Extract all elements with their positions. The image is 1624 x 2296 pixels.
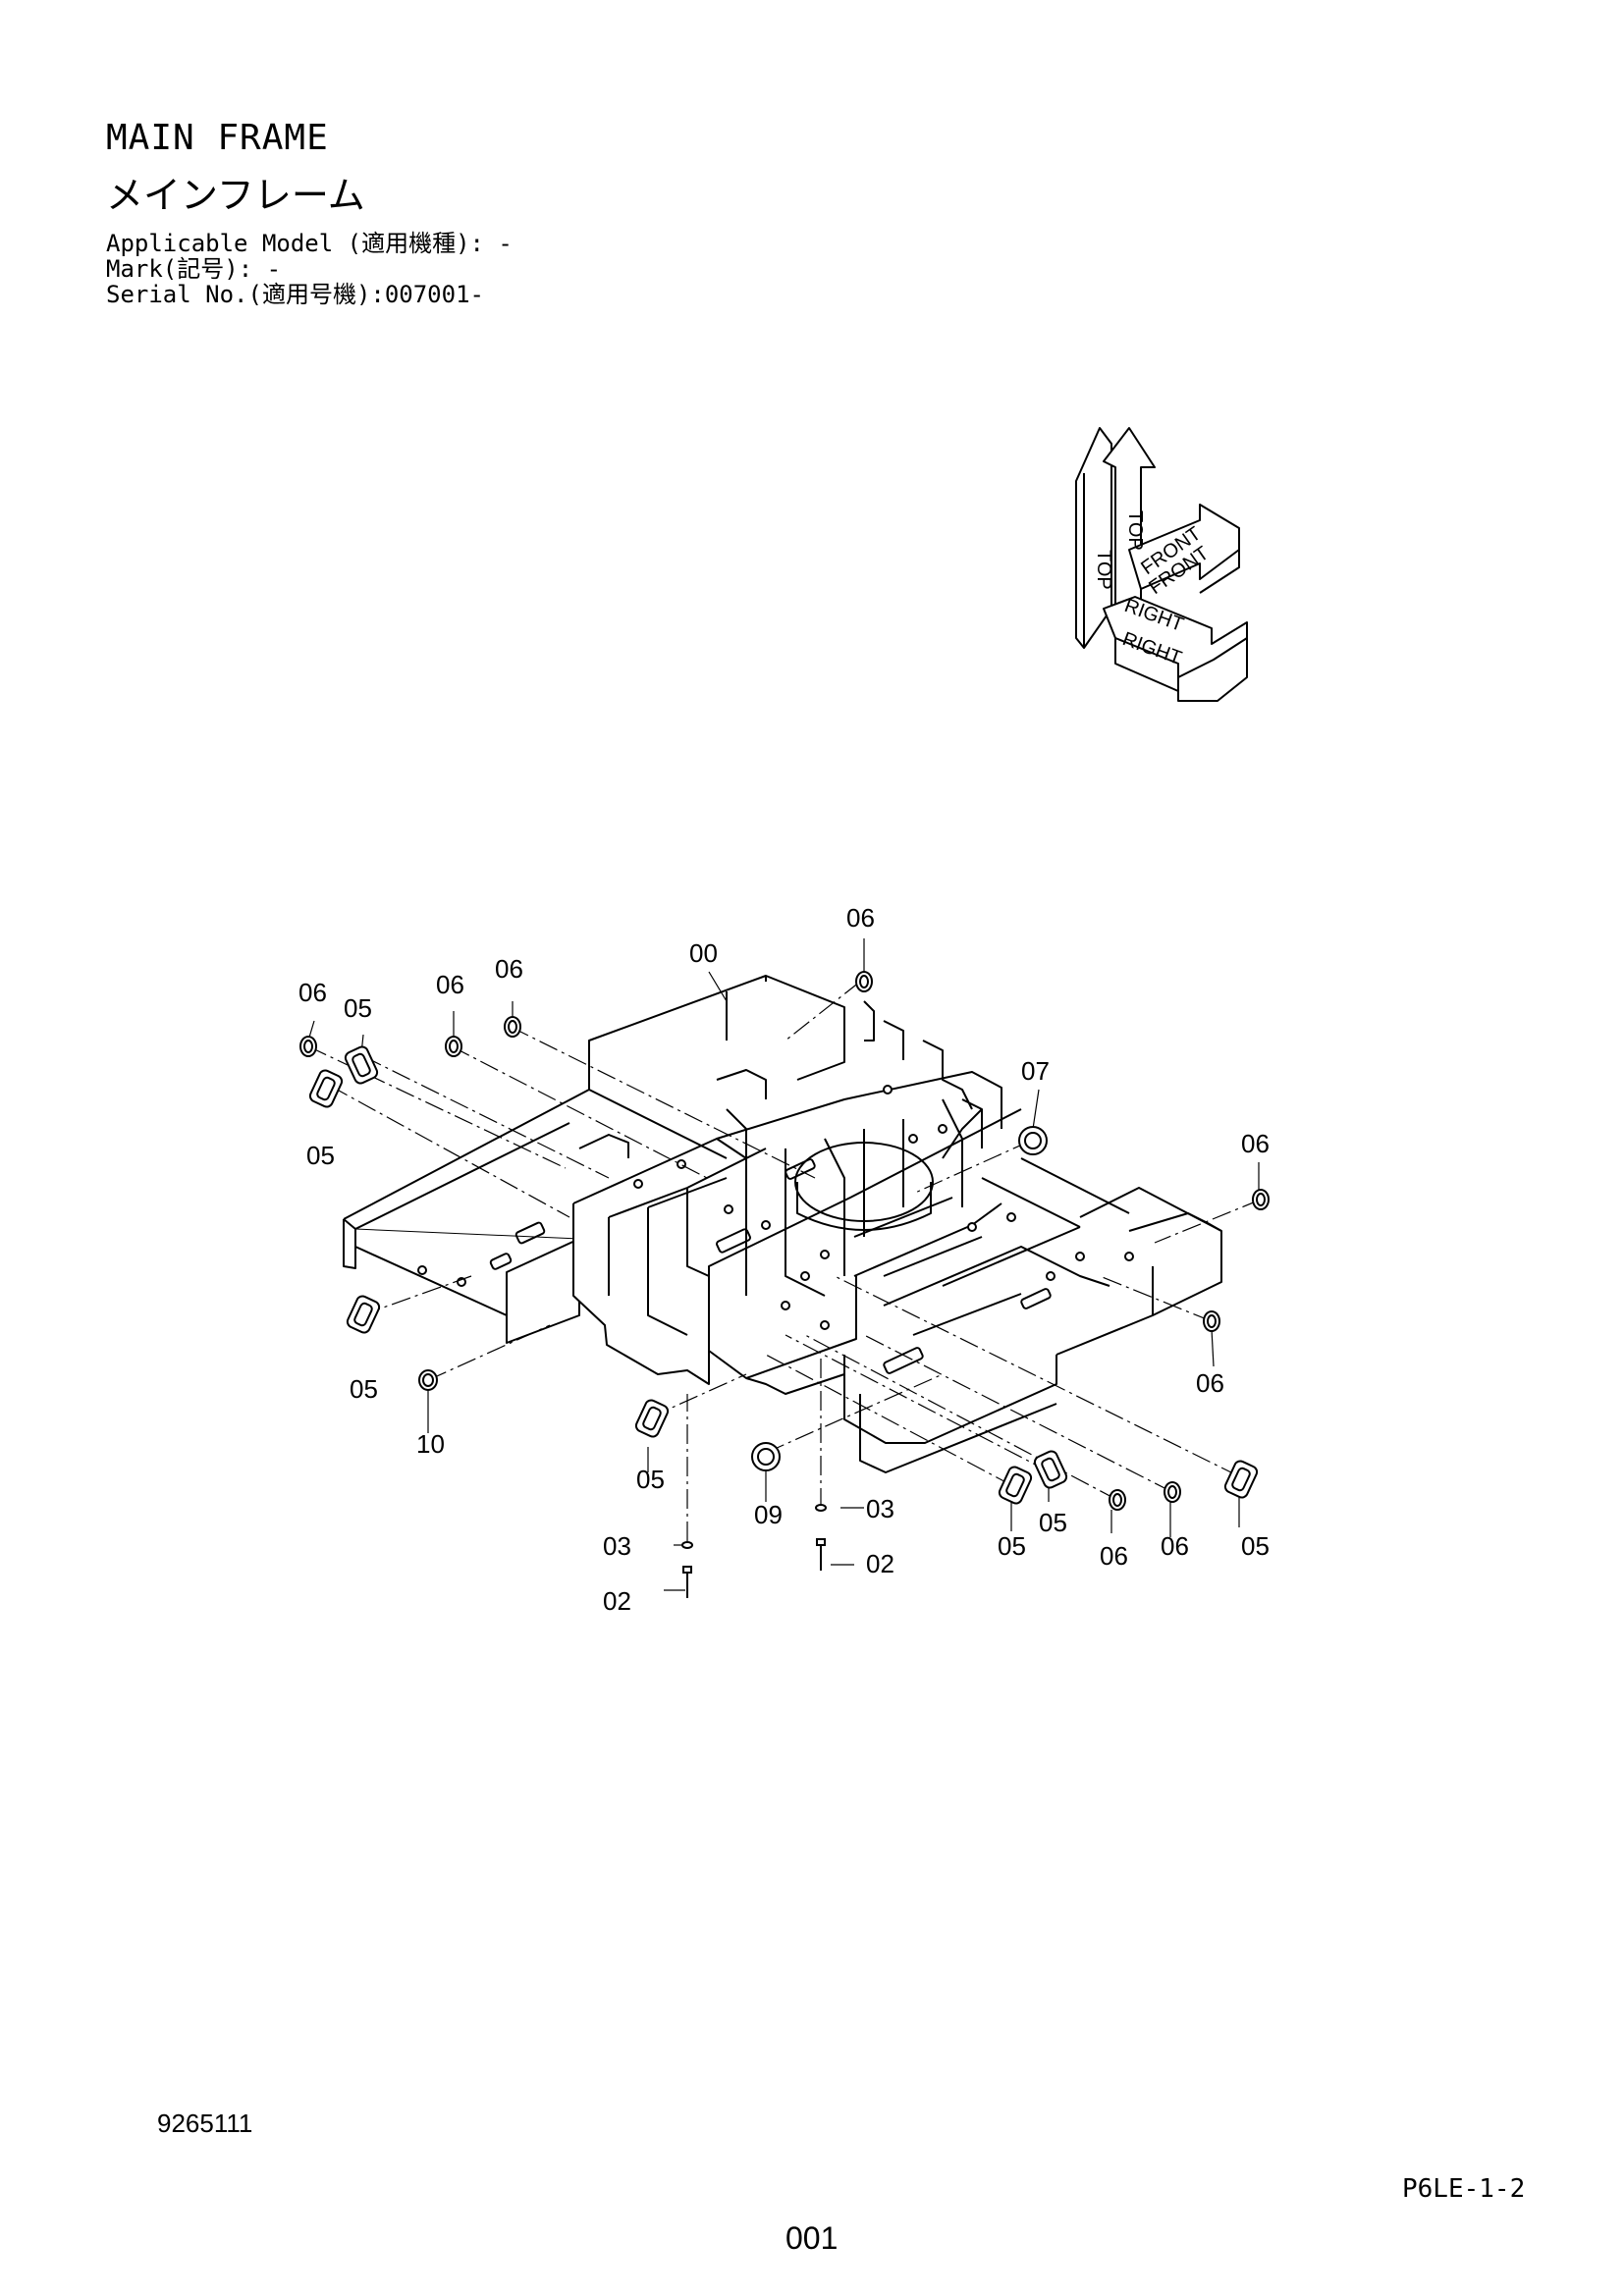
grommet-part-06b bbox=[445, 1036, 462, 1057]
grommet-part-06a bbox=[299, 1036, 317, 1057]
callout-10: 10 bbox=[416, 1429, 445, 1459]
page-title: MAIN FRAME bbox=[106, 118, 329, 158]
page-title-japanese: メインフレーム bbox=[106, 174, 365, 217]
mark-line: Mark(記号): - bbox=[106, 255, 282, 283]
cover-part-05g bbox=[1223, 1460, 1259, 1499]
ring-part-09 bbox=[751, 1442, 781, 1471]
callout-06-bottom-b: 06 bbox=[1161, 1531, 1189, 1561]
grommet-part-06g bbox=[1109, 1489, 1126, 1511]
orientation-indicator bbox=[1075, 427, 1248, 702]
callout-02-right: 02 bbox=[866, 1549, 894, 1578]
grommet-part-06c bbox=[504, 1016, 521, 1038]
orient-label-top-a: TOP bbox=[1093, 550, 1114, 590]
cover-part-05a bbox=[344, 1045, 379, 1085]
callout-06-left-rear: 06 bbox=[436, 970, 464, 999]
callout-05-left-lower: 05 bbox=[350, 1374, 378, 1404]
callout-05-left-top: 05 bbox=[344, 993, 372, 1023]
parts bbox=[299, 971, 1270, 1598]
callout-00-main-frame: 00 bbox=[689, 938, 718, 968]
callout-labels: 06 05 05 06 06 00 06 07 06 06 05 10 05 0… bbox=[298, 903, 1270, 1616]
ring-part-07 bbox=[1018, 1126, 1048, 1155]
cap-part-10 bbox=[418, 1369, 438, 1391]
grommet-part-06f bbox=[1203, 1310, 1220, 1332]
callout-02-left: 02 bbox=[603, 1586, 631, 1616]
drawing-number: 9265111 bbox=[157, 2109, 253, 2138]
grommet-part-06e bbox=[1252, 1189, 1270, 1210]
applicable-model-line: Applicable Model (適用機種): - bbox=[106, 230, 513, 257]
centerlines bbox=[307, 981, 1262, 1541]
cover-part-05d bbox=[634, 1399, 670, 1438]
callout-03-right: 03 bbox=[866, 1494, 894, 1523]
callout-06-right-lower: 06 bbox=[1196, 1368, 1224, 1398]
callout-06-left-top: 06 bbox=[298, 978, 327, 1007]
callout-07: 07 bbox=[1021, 1056, 1050, 1086]
callout-06-rear-right: 06 bbox=[846, 903, 875, 933]
callout-06-right: 06 bbox=[1241, 1129, 1270, 1158]
callout-05-center: 05 bbox=[636, 1465, 665, 1494]
washer-part-03a bbox=[681, 1541, 693, 1549]
callout-06-bottom-a: 06 bbox=[1100, 1541, 1128, 1571]
callout-05-left-mid: 05 bbox=[306, 1141, 335, 1170]
callout-05-right-b: 05 bbox=[1039, 1508, 1067, 1537]
cover-part-05b bbox=[308, 1069, 344, 1108]
main-frame-drawing bbox=[343, 975, 1222, 1473]
bolt-part-02b bbox=[816, 1538, 826, 1571]
serial-number-line: Serial No.(適用号機):007001- bbox=[106, 281, 484, 308]
callout-05-right-c: 05 bbox=[1241, 1531, 1270, 1561]
orient-label-top-b: TOP bbox=[1124, 510, 1146, 551]
callout-05-right-a: 05 bbox=[998, 1531, 1026, 1561]
washer-part-03b bbox=[815, 1504, 827, 1512]
bolt-part-02a bbox=[682, 1566, 692, 1598]
cover-part-05e bbox=[998, 1466, 1033, 1505]
grommet-part-06d bbox=[855, 971, 873, 992]
page-number: 001 bbox=[785, 2220, 839, 2256]
catalog-code: P6LE-1-2 bbox=[1402, 2174, 1526, 2204]
grommet-part-06h bbox=[1164, 1481, 1181, 1503]
cover-part-05c bbox=[346, 1295, 381, 1334]
cover-part-05f bbox=[1033, 1450, 1068, 1489]
leader-lines bbox=[307, 938, 1260, 1591]
callout-03-left: 03 bbox=[603, 1531, 631, 1561]
callout-06-rear-left: 06 bbox=[495, 954, 523, 984]
callout-09: 09 bbox=[754, 1500, 783, 1529]
